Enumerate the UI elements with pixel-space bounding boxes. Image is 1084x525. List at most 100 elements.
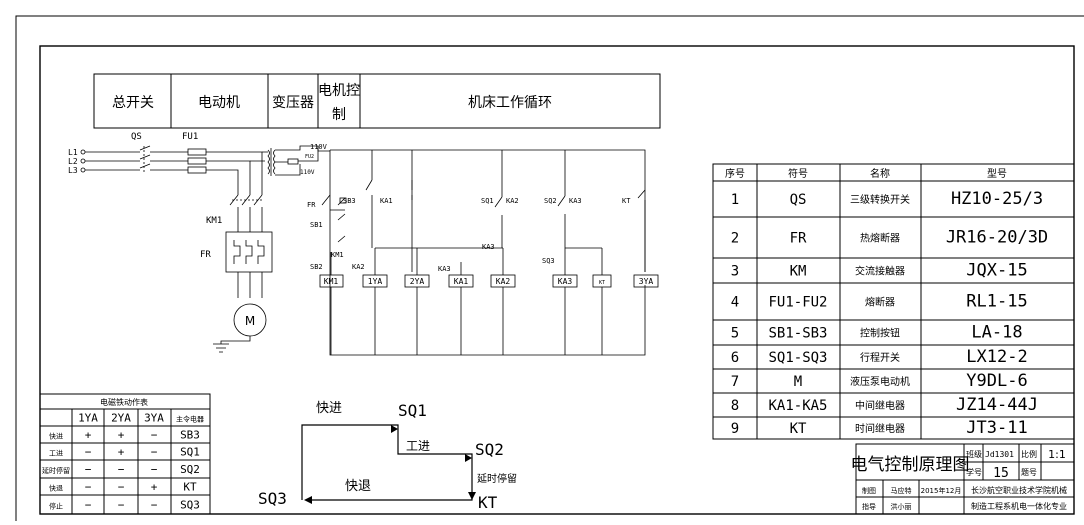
power-circuit: QS FU1 L1 L2 L3: [68, 132, 330, 353]
l3-label: L3: [68, 166, 78, 175]
comp-cell-r5-c2: SB1-SB3: [768, 326, 827, 342]
motor-label: M: [245, 314, 255, 328]
action-cell-r3-c4: −: [151, 463, 158, 476]
coil-1ya: 1YA: [368, 277, 383, 286]
kt-label: KT: [622, 197, 631, 205]
action-cell-r1-c1: 快进: [49, 432, 63, 441]
topic-label: 题号: [1021, 468, 1037, 477]
action-header-c5: 主令电器: [176, 415, 204, 424]
coil-2ya: 2YA: [410, 277, 425, 286]
comp-cell-r3-c1: 3: [731, 264, 739, 280]
action-cell-r4-c2: −: [85, 481, 92, 494]
comp-cell-r9-c4: JT3-11: [966, 418, 1027, 438]
header-strip: 总开关 电动机 变压器 电机控 制 机床工作循环: [93, 73, 661, 129]
comp-cell-r8-c4: JZ14-44J: [956, 395, 1038, 415]
km1-contact-label: KM1: [331, 251, 344, 259]
action-cell-r5-c5: SQ3: [180, 499, 200, 512]
comp-cell-r8-c2: KA1-KA5: [768, 398, 827, 414]
sb1-label: SB1: [310, 221, 323, 229]
ka2-top-label: KA2: [506, 197, 519, 205]
comp-cell-r2-c4: JR16-20/3D: [946, 228, 1048, 248]
comp-cell-r3-c3: 交流接触器: [855, 265, 905, 278]
sb2-label: SB2: [310, 263, 323, 271]
action-cell-r1-c4: −: [151, 429, 158, 442]
header-motor: 电动机: [198, 95, 240, 111]
comp-cell-r1-c2: QS: [790, 192, 807, 208]
comp-header-name: 名称: [870, 167, 890, 180]
class-value: Jd1301: [985, 450, 1014, 459]
comp-cell-r9-c2: KT: [790, 421, 807, 437]
comp-cell-r2-c2: FR: [790, 231, 807, 247]
comp-cell-r1-c3: 三级转换开关: [850, 193, 910, 206]
action-table-title: 电磁铁动作表: [100, 397, 148, 407]
action-cell-r2-c4: −: [151, 446, 158, 459]
comp-cell-r3-c4: JQX-15: [966, 261, 1027, 281]
header-motor-control-2: 制: [332, 107, 346, 123]
comp-cell-r2-c3: 热熔断器: [860, 232, 900, 245]
qs-label: QS: [131, 132, 142, 142]
sheet-frame: [15, 15, 1084, 521]
action-cell-r5-c3: −: [118, 499, 125, 512]
action-header-c4: 3YA: [144, 412, 164, 425]
comp-cell-r9-c1: 9: [731, 421, 739, 437]
action-cell-r2-c1: 工进: [49, 450, 63, 458]
action-cell-r3-c5: SQ2: [180, 463, 200, 476]
comp-cell-r7-c2: M: [794, 374, 802, 390]
sb3-label: SB3: [343, 197, 356, 205]
action-cell-r1-c2: +: [85, 429, 92, 442]
ka1-top-label: KA1: [380, 197, 393, 205]
action-cell-r4-c3: −: [118, 481, 125, 494]
scale-value: 1:1: [1048, 448, 1066, 461]
action-cell-r2-c3: +: [118, 446, 125, 459]
sq1-label: SQ1: [481, 197, 494, 205]
comp-cell-r8-c1: 8: [731, 398, 739, 414]
cycle-sq3: SQ3: [258, 489, 287, 508]
action-cell-r3-c3: −: [118, 463, 125, 476]
header-main-switch: 总开关: [112, 95, 154, 111]
comp-cell-r3-c2: KM: [790, 264, 807, 280]
ka2-contact-label: KA2: [352, 263, 365, 271]
v110-low-label: 110V: [300, 169, 315, 176]
work-cycle: 快进 SQ1 工进 SQ2 延时停留 KT 快退 SQ3: [258, 401, 517, 512]
comp-cell-r6-c4: LX12-2: [966, 347, 1027, 367]
drawn-label: 制图: [862, 486, 876, 495]
action-cell-r5-c4: −: [151, 499, 158, 512]
arrow-sq1: [391, 425, 398, 433]
action-cell-r3-c1: 延时停留: [42, 466, 70, 475]
comp-header-index: 序号: [725, 167, 745, 180]
ka3-top-label: KA3: [569, 197, 582, 205]
title-block-title: 电气控制原理图: [851, 455, 970, 475]
header-transformer: 变压器: [272, 95, 314, 111]
cycle-sq2: SQ2: [475, 440, 504, 459]
cycle-fast-forward: 快进: [316, 401, 342, 416]
comp-cell-r6-c2: SQ1-SQ3: [768, 350, 827, 366]
comp-cell-r5-c4: LA-18: [971, 323, 1022, 343]
class-label: 班级: [966, 449, 982, 459]
student-value: 15: [993, 466, 1009, 481]
sq3-label: SQ3: [542, 257, 555, 265]
coil-kt: KT: [599, 280, 605, 286]
cycle-kt: KT: [478, 493, 498, 512]
comp-cell-r4-c4: RL1-15: [966, 292, 1027, 312]
sq2-label: SQ2: [544, 197, 557, 205]
coil-ka2: KA2: [496, 277, 511, 286]
action-cell-r1-c3: +: [118, 429, 125, 442]
l1-label: L1: [68, 148, 78, 157]
action-cell-r1-c5: SB3: [180, 429, 200, 442]
km1-label: KM1: [206, 216, 222, 226]
comp-cell-r7-c1: 7: [731, 374, 739, 390]
action-cell-r5-c1: 停止: [49, 502, 63, 511]
title-block: 电气控制原理图 班级 Jd1301 比例 1:1 学号 15 题号 制图 马应特…: [851, 443, 1075, 515]
cycle-work-feed: 工进: [406, 439, 430, 453]
fu1-label: FU1: [182, 132, 198, 142]
comp-cell-r6-c3: 行程开关: [860, 351, 900, 364]
comp-cell-r7-c3: 液压泵电动机: [850, 375, 910, 388]
comp-cell-r1-c1: 1: [731, 192, 739, 208]
control-circuit: FR SB3 KA1 SB1 SB2 KM1 KA2 KA3 SQ1 KA2 K…: [307, 149, 659, 356]
action-cell-r2-c5: SQ1: [180, 446, 200, 459]
